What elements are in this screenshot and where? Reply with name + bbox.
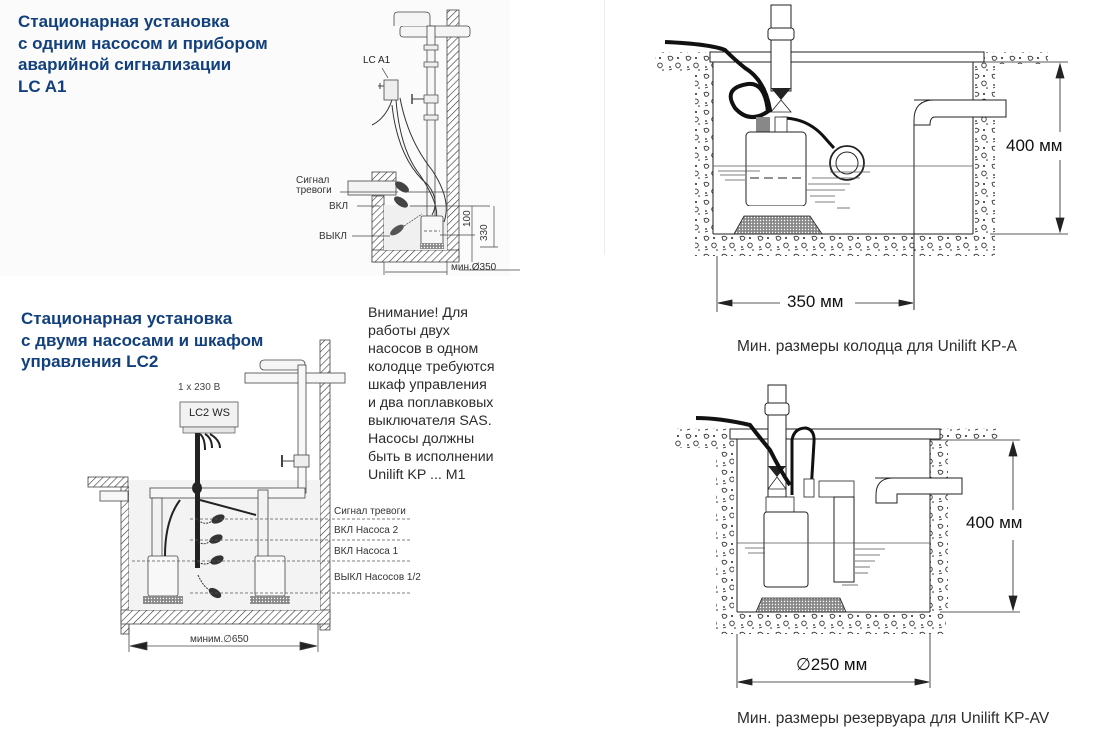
diagram1-floats bbox=[390, 181, 423, 236]
diagram3-float-switch bbox=[829, 145, 865, 181]
diagram1-lca1-device bbox=[371, 67, 399, 126]
diagram1-outlet-pipe bbox=[393, 11, 471, 217]
diagram4-pump bbox=[755, 478, 855, 613]
diagram2-pump-2 bbox=[199, 489, 290, 604]
diagram3-height-dim: 400 мм bbox=[1003, 136, 1066, 156]
diagram2-min-diameter: миним.∅650 bbox=[188, 634, 251, 645]
diagram2-level-alarm: Сигнал тревоги bbox=[334, 506, 406, 517]
diagram1-label-alarm-signal: Сигнал тревоги bbox=[296, 175, 332, 196]
diagram3-width-dim: 350 мм bbox=[784, 292, 847, 312]
diagram3-cable bbox=[664, 40, 836, 150]
diagram3-inlet-pipe bbox=[913, 99, 1007, 310]
diagram4-height-dim: 400 мм bbox=[963, 513, 1026, 533]
diagram4-caption: Мин. размеры резервуара для Unilift KP-A… bbox=[737, 710, 1050, 727]
diagram3-dimension-lines bbox=[716, 61, 1068, 312]
diagram2-supply-label: 1 x 230 B bbox=[178, 382, 221, 393]
diagram3-water bbox=[713, 165, 973, 209]
diagram2-level-lines bbox=[132, 518, 410, 594]
diagram4-cable bbox=[695, 416, 816, 495]
diagram1-lca1-label: LC A1 bbox=[363, 55, 391, 66]
diagram2-note: Внимание! Для работы двух насосов в одно… bbox=[368, 305, 495, 483]
diagram1-pump bbox=[420, 215, 444, 249]
diagram2-control-box-label: LC2 WS bbox=[189, 407, 230, 419]
diagram2-dimension-line bbox=[128, 624, 319, 652]
diagram1-dim-min-diameter: мин.Ø350 bbox=[451, 262, 497, 273]
diagram4-dimension-lines bbox=[736, 439, 1020, 688]
diagram3-discharge-pipe bbox=[767, 4, 795, 113]
diagram2-level-on-pump1: ВКЛ Насоса 1 bbox=[334, 546, 399, 557]
diagram2-floats bbox=[197, 514, 225, 599]
diagram2-level-on-pump2: ВКЛ Насоса 2 bbox=[334, 525, 399, 536]
diagram1-cables bbox=[391, 97, 447, 223]
diagram1-inlet-pipe bbox=[347, 180, 397, 196]
diagram4-inlet-pipe bbox=[875, 477, 963, 504]
diagram2-pump-1 bbox=[143, 497, 183, 604]
diagram2-outlet-pipe bbox=[149, 359, 346, 499]
diagram1-title: Стационарная установка с одним насосом и… bbox=[18, 12, 268, 96]
diagram2-level-off-pumps: ВЫКЛ Насосов 1/2 bbox=[334, 572, 421, 583]
diagram2-control-box bbox=[179, 401, 239, 568]
diagram4-water bbox=[737, 542, 930, 586]
diagram1-label-off: ВЫКЛ bbox=[319, 231, 347, 242]
diagram2-title: Стационарная установка с двумя насосами … bbox=[21, 309, 264, 371]
panel-divider bbox=[604, 0, 605, 255]
diagram1-dimension-lines bbox=[383, 206, 520, 275]
diagram1-level-lines bbox=[340, 191, 490, 237]
diagram4-width-dim: ∅250 мм bbox=[793, 655, 871, 675]
diagram3-caption: Мин. размеры колодца для Unilift KP-A bbox=[737, 338, 1017, 355]
diagram1-label-on: ВКЛ bbox=[329, 201, 349, 212]
diagram3-pump bbox=[733, 116, 823, 235]
